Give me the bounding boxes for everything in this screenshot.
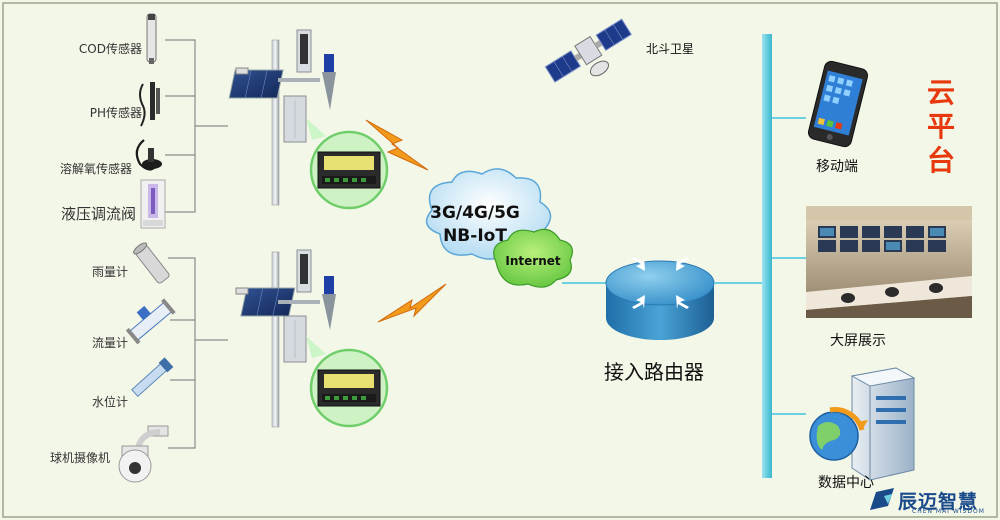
brand-logo-icon <box>870 488 894 510</box>
brand-name: 辰迈智慧 <box>898 491 979 513</box>
satellite-icon <box>544 18 632 83</box>
mobile-phone-icon <box>807 60 869 148</box>
internet-cloud <box>493 228 573 288</box>
station-top <box>228 29 336 206</box>
cloud-platform-label: 云平台 <box>926 76 955 177</box>
mobile-label: 移动端 <box>816 159 858 175</box>
ph-sensor-icon <box>139 82 160 127</box>
water-level-icon <box>131 357 174 398</box>
router-icon <box>605 257 715 340</box>
sensor-label-cod: COD传感器 <box>78 42 142 56</box>
wireless-bolt-bottom-icon <box>377 283 447 323</box>
sensor-label-level: 水位计 <box>91 395 128 409</box>
router-label: 接入路由器 <box>604 360 704 384</box>
sensor-label-rain: 雨量计 <box>91 265 128 279</box>
sensor-label-ph: PH传感器 <box>89 106 142 120</box>
controller-bubble-top <box>306 118 389 210</box>
bus-branches <box>772 117 806 415</box>
display-label: 大屏展示 <box>830 333 886 349</box>
cloud-nb-iot: NB-IoT <box>443 226 507 246</box>
large-screen-room-image <box>806 206 972 318</box>
satellite-label: 北斗卫星 <box>646 42 695 56</box>
sensor-label-valve: 液压调流阀 <box>60 205 136 223</box>
network-bus <box>762 34 772 478</box>
internet-label: Internet <box>505 254 561 268</box>
wireless-bolt-top-icon <box>365 119 429 171</box>
brand-subtitle: CHEN MAI WISDOM <box>912 508 985 515</box>
sensor-label-do: 溶解氧传感器 <box>59 162 132 176</box>
sensor-connectors <box>165 39 228 449</box>
rain-gauge-icon <box>133 242 170 284</box>
datacenter-label: 数据中心 <box>818 475 874 491</box>
sensor-label-flow: 流量计 <box>91 336 128 350</box>
station-bottom <box>235 249 336 428</box>
dome-camera-icon <box>118 425 169 483</box>
cloud-network-types: 3G/4G/5G <box>430 203 520 223</box>
do-sensor-icon <box>135 139 162 171</box>
data-center-server-icon <box>809 367 916 481</box>
cod-sensor-icon <box>146 13 157 64</box>
valve-icon <box>140 179 166 229</box>
sensor-label-camera: 球机摄像机 <box>49 451 110 465</box>
flowmeter-icon <box>125 298 176 345</box>
controller-bubble-bottom <box>306 336 389 428</box>
